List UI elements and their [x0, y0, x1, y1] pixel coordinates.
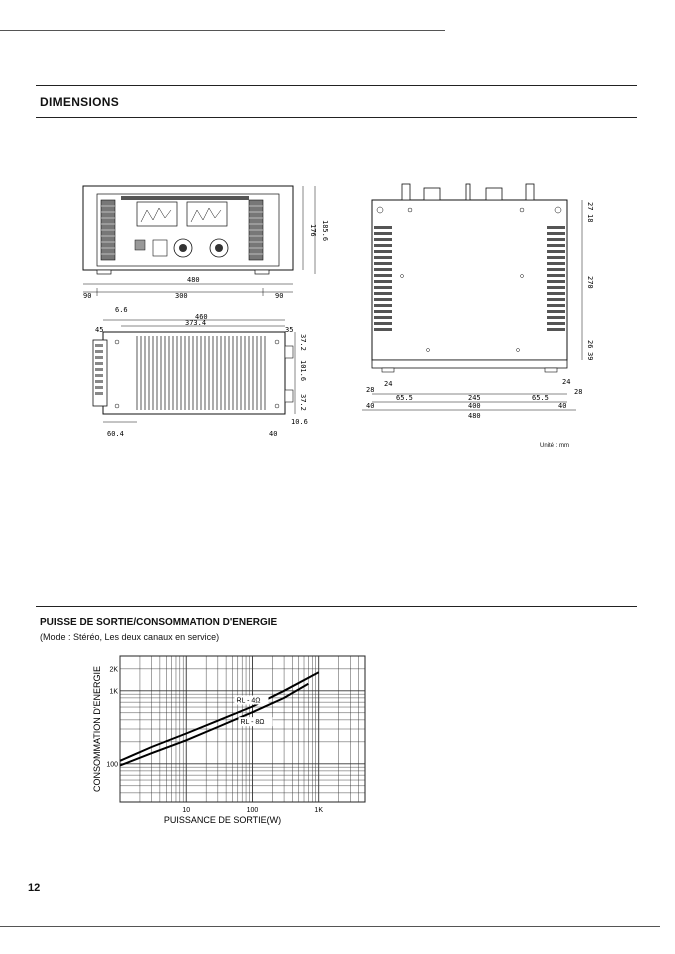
series-line: [119, 671, 320, 762]
top-page-line: [0, 30, 445, 31]
power-section-title: PUISSE DE SORTIE/CONSOMMATION D'ENERGIE: [40, 617, 278, 628]
side-dim-i: 40: [366, 402, 374, 410]
dimensions-top-rule: [36, 85, 637, 86]
page-number: 12: [28, 882, 41, 894]
front-dim-width: 480: [187, 276, 200, 284]
front-dim-center: 300: [175, 292, 188, 300]
side-dim-c: 26: [586, 340, 594, 348]
top-dim-handle: 60.4: [107, 430, 124, 438]
side-dim-a: 27: [586, 202, 594, 210]
front-view-drawing: 480 90 300 90 176 185.6: [82, 185, 329, 300]
top-dim-offset: 6.6: [115, 306, 128, 314]
top-dim-rear: 35: [285, 326, 293, 334]
dimensions-title: DIMENSIONS: [40, 95, 120, 109]
series-label-bg: [234, 695, 269, 705]
top-dim-back: 40: [269, 430, 277, 438]
power-section-subtitle: (Mode : Stéréo, Les deux canaux en servi…: [40, 632, 220, 642]
y-tick-label: 2K: [109, 666, 118, 673]
front-dim-left: 90: [83, 292, 91, 300]
side-dim-n: 400: [468, 402, 481, 410]
front-dim-right: 90: [275, 292, 283, 300]
y-tick-label: 1K: [109, 688, 118, 695]
side-dim-height: 270: [586, 276, 594, 289]
top-dim-chassis: 373.4: [185, 319, 206, 327]
y-axis-label: CONSOMMATION D'ENERGIE: [92, 666, 102, 792]
side-dim-b: 18: [586, 214, 594, 222]
top-dim-front: 45: [95, 326, 103, 334]
x-axis-label: PUISSANCE DE SORTIE(W): [164, 815, 281, 825]
series-label: RL - 4Ω: [236, 698, 260, 705]
top-dim-foot: 10.6: [291, 418, 308, 426]
front-dim-total-height: 185.6: [321, 220, 329, 241]
side-view-drawing: 27 18 270 26 39 28 24 24 28 40 65.5 245 …: [362, 183, 594, 420]
front-dim-height: 176: [309, 224, 317, 237]
side-dim-k: 245: [468, 394, 481, 402]
top-view-drawing: 6.6 460 373.4 45 35 37.2 101.6 37.2 10.6…: [92, 306, 308, 438]
top-dim-middle: 101.6: [299, 360, 307, 381]
side-dim-o: 480: [468, 412, 481, 420]
x-tick-label: 100: [247, 807, 259, 814]
series-label-bg: [238, 717, 273, 727]
bottom-page-line: [0, 926, 660, 927]
series-label: RL - 8Ω: [240, 719, 264, 726]
side-dim-j: 65.5: [396, 394, 413, 402]
side-dim-l: 65.5: [532, 394, 549, 402]
top-dim-side-a: 37.2: [299, 334, 307, 351]
side-dim-e: 28: [366, 386, 374, 394]
y-tick-label: 100: [106, 761, 118, 768]
dimensions-bottom-rule: [36, 117, 637, 118]
series-line: [119, 682, 309, 767]
side-dim-h: 28: [574, 388, 582, 396]
x-tick-label: 10: [182, 807, 190, 814]
power-section-rule: [36, 606, 637, 607]
side-dim-d: 39: [586, 352, 594, 360]
side-dim-m: 40: [558, 402, 566, 410]
unit-label: Unité : mm: [540, 443, 570, 449]
side-dim-f: 24: [384, 380, 392, 388]
top-dim-side-b: 37.2: [299, 394, 307, 411]
side-dim-g: 24: [562, 378, 570, 386]
top-dim-depth: 460: [195, 313, 208, 321]
x-tick-label: 1K: [314, 807, 323, 814]
